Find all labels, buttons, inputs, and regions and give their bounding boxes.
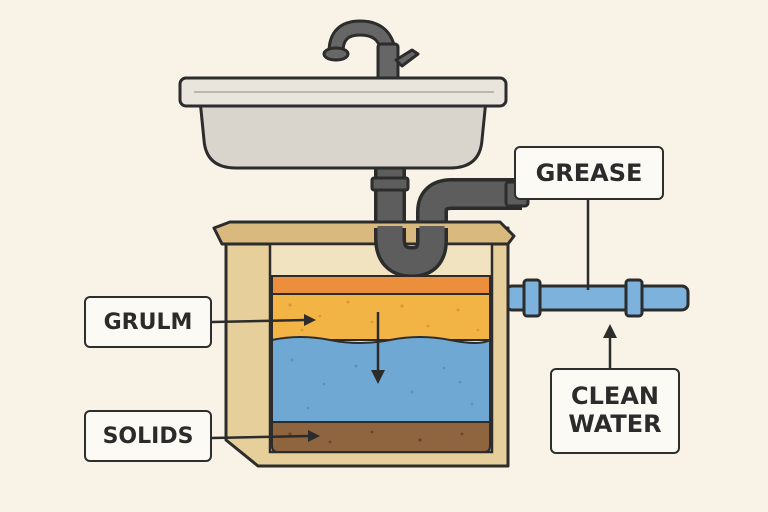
- clean-water-label-line1: CLEAN: [571, 382, 659, 411]
- grulm-label-text: GRULM: [103, 309, 193, 335]
- tank-layers: [271, 275, 491, 453]
- solids-label: SOLIDS: [84, 410, 212, 462]
- outlet-pipe: [504, 278, 690, 318]
- water-layer: [271, 336, 491, 423]
- solids-layer: [271, 421, 491, 453]
- grease-label: GREASE: [514, 146, 664, 200]
- grease-label-text: GREASE: [535, 159, 643, 187]
- settling-arrow: [371, 312, 385, 384]
- clean-water-label: CLEAN WATER: [550, 368, 680, 454]
- grulm-label: GRULM: [84, 296, 212, 348]
- leader-lines: [211, 200, 617, 442]
- grease-layer: [271, 275, 491, 295]
- clean-water-label-line2: WATER: [568, 410, 662, 438]
- faucet: [322, 19, 420, 84]
- solids-label-text: SOLIDS: [102, 423, 194, 449]
- sink: [178, 76, 508, 170]
